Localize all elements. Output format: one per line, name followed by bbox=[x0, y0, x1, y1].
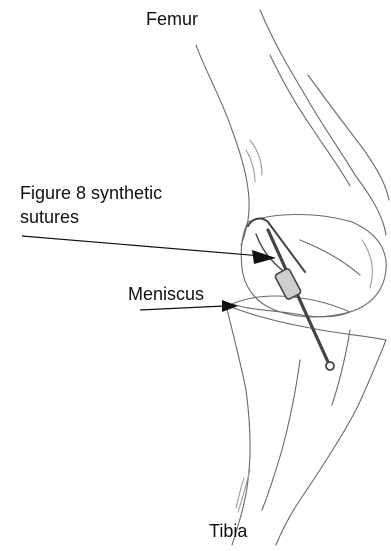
suture-implant bbox=[248, 219, 334, 370]
patellar-line bbox=[300, 240, 360, 275]
meniscus-leader-line bbox=[140, 306, 224, 310]
femur-label: Femur bbox=[146, 8, 198, 30]
meniscus-arrowhead bbox=[222, 300, 238, 312]
suture-sleeve bbox=[274, 268, 301, 300]
condyle-shade bbox=[362, 240, 372, 288]
femur-outline-right bbox=[260, 10, 386, 235]
suture-end-knot bbox=[326, 362, 334, 370]
femur-inner-line bbox=[270, 55, 350, 186]
femoral-condyle bbox=[241, 215, 386, 317]
fibula-line bbox=[332, 330, 350, 405]
sutures-label-line1: Figure 8 synthetic bbox=[20, 182, 162, 204]
femur-back-curve bbox=[308, 75, 389, 200]
sutures-arrowhead bbox=[252, 250, 276, 264]
tibia-left-edge bbox=[226, 305, 250, 545]
femur-shade-2 bbox=[246, 150, 255, 182]
femur-outline-left bbox=[196, 45, 249, 245]
meniscus-label: Meniscus bbox=[128, 283, 204, 305]
sutures-label-line2: sutures bbox=[20, 206, 79, 228]
tibia-shade-2 bbox=[236, 478, 244, 508]
femur-shade bbox=[250, 140, 262, 175]
tibia-label: Tibia bbox=[209, 520, 247, 542]
tibia-inner-line bbox=[262, 360, 300, 510]
sutures-leader-line bbox=[22, 236, 262, 256]
